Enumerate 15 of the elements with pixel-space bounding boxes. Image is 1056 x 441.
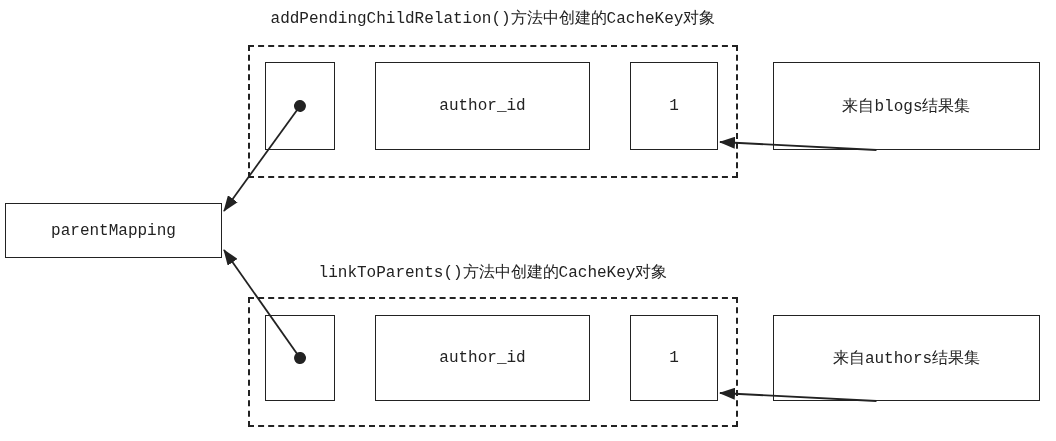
text-box: 来自blogs结果集 <box>773 62 1040 150</box>
text-box: 来自authors结果集 <box>773 315 1040 401</box>
text-box: 1 <box>630 62 718 150</box>
arrow <box>223 249 306 364</box>
arrow <box>719 136 878 151</box>
text-box: parentMapping <box>5 203 222 258</box>
pointer-box <box>265 315 335 401</box>
frame-title: addPendingChildRelation()方法中创建的CacheKey对象 <box>269 8 717 29</box>
text-box: 1 <box>630 315 718 401</box>
arrow <box>223 100 306 212</box>
text-box: author_id <box>375 62 590 150</box>
frame-title: linkToParents()方法中创建的CacheKey对象 <box>317 262 669 283</box>
text-box: author_id <box>375 315 590 401</box>
pointer-box <box>265 62 335 150</box>
arrow <box>719 387 878 402</box>
